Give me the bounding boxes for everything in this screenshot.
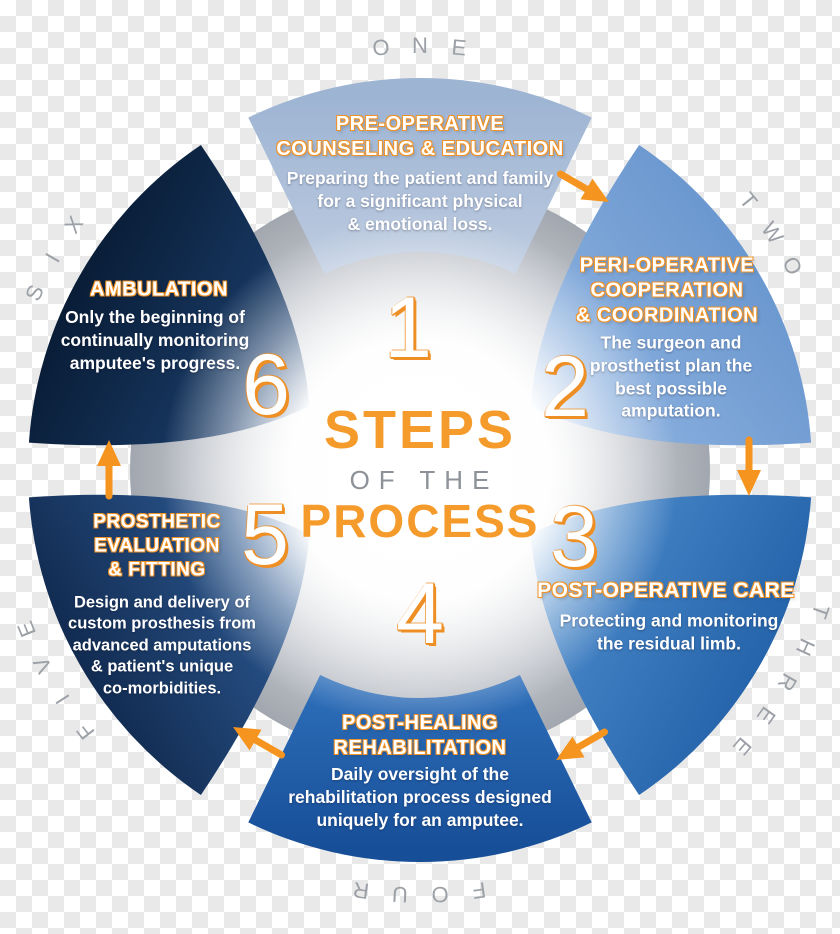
step-2-body: The surgeon and prosthetist plan the bes… — [589, 332, 753, 421]
step-6-heading: AMBULATION — [90, 278, 228, 301]
step-1-heading: PRE-OPERATIVE COUNSELING & EDUCATION — [276, 113, 564, 160]
title-of-the: OF THE — [349, 465, 499, 495]
ring-letter: F — [71, 718, 100, 745]
arrow-step-1-to-2-icon — [556, 170, 609, 202]
ring-letter: R — [772, 669, 803, 696]
ring-letter: V — [28, 652, 58, 678]
arrow-step-5-to-6-icon — [97, 440, 121, 500]
ring-letter: E — [12, 617, 41, 641]
wedge-step-1 — [248, 77, 592, 274]
arrow-step-3-to-4-icon — [556, 728, 609, 760]
step-5-heading: PROSTHETIC EVALUATION & FITTING — [93, 511, 221, 580]
center-glow — [162, 212, 678, 728]
ring-letter: H — [790, 634, 821, 660]
step-4-number: 4 — [396, 566, 444, 662]
step-4-heading: POST-HEALING REHABILITATION — [333, 712, 507, 759]
ring-letter: W — [755, 217, 789, 249]
ring-letter: F — [470, 877, 488, 904]
step-5-body: Design and delivery of custom prosthesis… — [68, 593, 256, 698]
ring-letter: E — [728, 732, 757, 760]
step-4-body: Daily oversight of the rehabilitation pr… — [288, 763, 552, 830]
ring-letter: I — [40, 248, 65, 267]
arrow-step-2-to-3-icon — [737, 436, 761, 496]
ring-letter: I — [50, 689, 75, 709]
step-3-heading: POST-OPERATIVE CARE — [537, 578, 795, 602]
step-3-number: 3 — [550, 489, 598, 585]
ring-letter: T — [734, 187, 763, 215]
ring-letter: E — [751, 702, 781, 729]
ring-letter: U — [391, 881, 409, 907]
ring-letter: O — [371, 34, 391, 61]
title-steps: STEPS — [323, 400, 517, 460]
step-2-heading: PERI-OPERATIVE COOPERATION & COORDINATIO… — [575, 254, 759, 327]
step-6-number: 6 — [242, 337, 290, 433]
wedge-step-4 — [248, 675, 592, 863]
ring-letter: O — [430, 881, 449, 907]
ring-letter: N — [412, 33, 428, 58]
step-3-body: Protecting and monitoring the residual l… — [559, 610, 779, 653]
ring-letter: X — [59, 211, 88, 238]
step-5-number: 5 — [241, 487, 289, 583]
ring-letter: E — [450, 34, 468, 61]
step-1-number: 1 — [384, 280, 432, 376]
step-6-body: Only the beginning of continually monito… — [60, 306, 250, 373]
title-process: PROCESS — [300, 495, 540, 547]
ring-letter: S — [19, 280, 49, 305]
arrow-step-4-to-5-icon — [233, 727, 286, 759]
step-1-body: Preparing the patient and family for a s… — [286, 167, 554, 234]
ring-letter: R — [351, 876, 371, 904]
ring-letter: T — [806, 600, 835, 622]
step-2-number: 2 — [541, 339, 589, 435]
ring-letter: O — [777, 252, 808, 280]
